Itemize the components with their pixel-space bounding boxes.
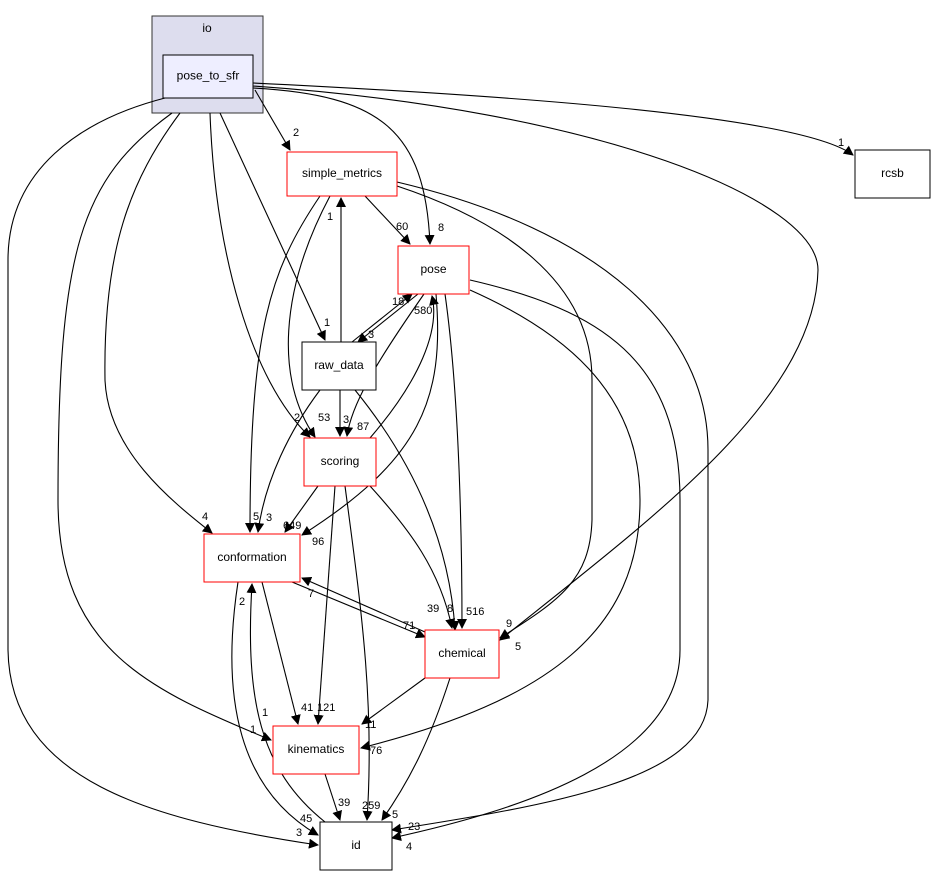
node-chemical[interactable]: chemical [424, 629, 500, 679]
edge-conformation-to-id[interactable] [231, 581, 319, 836]
node-raw-data[interactable]: raw_data [301, 341, 377, 391]
node-label-pose-to-sfr: pose_to_sfr [177, 69, 240, 83]
edge-label-pose_to_sfr-to-kinematics[interactable]: 1 [250, 724, 256, 736]
node-kinematics[interactable]: kinematics [272, 725, 360, 775]
node-pose-to-sfr[interactable]: pose_to_sfr [162, 54, 254, 99]
edge-label-simple_metrics-to-pose[interactable]: 60 [396, 221, 408, 233]
edge-label-pose-to-id[interactable]: 4 [406, 841, 412, 853]
edge-pose-to-conformation[interactable] [301, 293, 439, 536]
edge-kinematics-to-id[interactable] [324, 773, 342, 821]
edge-label-pose_to_sfr-to-raw_data[interactable]: 1 [324, 317, 330, 329]
edge-id-to-conformation[interactable] [246, 583, 326, 823]
edge-pose_to_sfr-to-scoring[interactable] [209, 112, 311, 438]
node-label-simple-metrics: simple_metrics [302, 166, 382, 180]
edge-label-pose_to_sfr-to-rcsb[interactable]: 1 [838, 137, 844, 149]
edge-pose_to_sfr-to-raw_data[interactable] [219, 112, 326, 341]
edge-label-conformation-to-kinematics[interactable]: 41 [301, 702, 313, 714]
edge-label-scoring-to-pose[interactable]: 580 [414, 305, 432, 317]
edge-simple_metrics-to-conformation[interactable] [245, 195, 321, 533]
edge-label-pose-to-conformation[interactable]: 96 [312, 536, 324, 548]
edge-pose_to_sfr-to-rcsb[interactable] [252, 82, 854, 156]
edge-label-conformation-to-chemical[interactable]: 71 [403, 620, 415, 632]
edge-label-id-to-conformation[interactable]: 2 [239, 596, 245, 608]
edge-scoring-to-pose[interactable] [369, 295, 439, 439]
node-label-scoring: scoring [321, 454, 360, 468]
node-label-chemical: chemical [438, 646, 485, 660]
edge-raw_data-to-conformation[interactable] [254, 389, 321, 533]
edge-pose_to_sfr-to-pose[interactable] [252, 87, 435, 245]
edge-simple_metrics-to-chemical[interactable] [396, 185, 593, 639]
node-scoring[interactable]: scoring [303, 437, 377, 487]
edge-label-chemical-to-conformation[interactable]: 7 [308, 588, 314, 600]
node-label-conformation: conformation [217, 550, 286, 564]
node-label-rcsb: rcsb [881, 166, 904, 180]
edge-pose_to_sfr-to-id[interactable] [7, 97, 319, 849]
edge-label-raw_data-to-chemical[interactable]: 39 [427, 603, 439, 615]
edge-label-pose_to_sfr-to-chemical[interactable]: 5 [515, 641, 521, 653]
edge-label-simple_metrics-to-conformation[interactable]: 5 [253, 511, 259, 523]
edge-label-chemical-to-id[interactable]: 5 [392, 809, 398, 821]
edge-label-pose_to_sfr-to-simple_metrics[interactable]: 2 [293, 127, 299, 139]
edge-scoring-to-chemical[interactable] [369, 485, 456, 629]
edge-label-raw_data-to-simple_metrics[interactable]: 1 [327, 211, 333, 223]
edge-label-raw_data-to-conformation[interactable]: 3 [266, 512, 272, 524]
node-label-raw-data: raw_data [314, 358, 364, 372]
edge-label-pose-to-raw_data[interactable]: 3 [368, 329, 374, 341]
edge-chemical-to-kinematics[interactable] [361, 677, 426, 725]
edge-pose_to_sfr-to-simple_metrics[interactable] [254, 89, 291, 151]
edge-label-pose-to-scoring[interactable]: 87 [357, 421, 369, 433]
node-rcsb[interactable]: rcsb [854, 149, 931, 199]
edge-label-pose_to_sfr-to-scoring[interactable]: 2 [294, 412, 300, 424]
edge-pose-to-raw_data[interactable] [357, 293, 419, 343]
edge-label-pose_to_sfr-to-pose[interactable]: 8 [438, 222, 444, 234]
io-cluster-label: io [202, 21, 212, 35]
edge-label-pose_to_sfr-to-conformation[interactable]: 4 [202, 511, 208, 523]
edge-simple_metrics-to-scoring[interactable] [287, 195, 331, 438]
edge-chemical-to-id[interactable] [381, 677, 451, 821]
edge-pose-to-kinematics[interactable] [360, 289, 641, 751]
edge-scoring-to-conformation[interactable] [284, 485, 319, 533]
node-conformation[interactable]: conformation [203, 533, 301, 583]
node-pose[interactable]: pose [397, 245, 470, 295]
node-label-pose: pose [420, 262, 446, 276]
edge-pose_to_sfr-to-chemical[interactable] [252, 85, 819, 641]
edge-scoring-to-id[interactable] [344, 485, 373, 821]
edge-simple_metrics-to-id[interactable] [391, 181, 709, 834]
edge-raw_data-to-chemical[interactable] [354, 389, 460, 631]
edge-scoring-to-kinematics[interactable] [313, 485, 336, 725]
edge-label-raw_data-to-scoring[interactable]: 3 [343, 414, 349, 426]
edge-label-pose-to-kinematics[interactable]: 76 [370, 745, 382, 757]
edge-label-conformation-to-id[interactable]: 45 [300, 813, 312, 825]
edge-simple_metrics-to-pose[interactable] [364, 195, 411, 245]
edge-label-scoring-to-id[interactable]: 259 [362, 800, 380, 812]
edge-label-kinematics-to-id[interactable]: 1 [262, 707, 268, 719]
edge-labels: 1285124136092355311833339875809651676464… [202, 127, 844, 853]
edge-label-pose-to-chemical[interactable]: 516 [466, 606, 484, 618]
edges [7, 82, 854, 849]
edge-label-kinematics-to-id[interactable]: 39 [338, 797, 350, 809]
edge-pose-to-id[interactable] [391, 279, 681, 841]
edge-pose_to_sfr-to-kinematics[interactable] [57, 112, 272, 742]
edge-label-raw_data-to-pose[interactable]: 18 [392, 296, 404, 308]
node-simple-metrics[interactable]: simple_metrics [286, 151, 398, 197]
edge-label-scoring-to-chemical[interactable]: 8 [447, 603, 453, 615]
edge-label-scoring-to-kinematics[interactable]: 121 [317, 702, 335, 714]
edge-pose-to-chemical[interactable] [444, 293, 467, 629]
edge-label-simple_metrics-to-scoring[interactable]: 53 [318, 412, 330, 424]
edge-label-pose_to_sfr-to-id[interactable]: 3 [296, 827, 302, 839]
node-label-kinematics: kinematics [288, 742, 345, 756]
edge-label-simple_metrics-to-chemical[interactable]: 9 [506, 618, 512, 630]
edge-label-scoring-to-conformation[interactable]: 649 [283, 520, 301, 532]
edge-conformation-to-chemical[interactable] [291, 581, 426, 639]
edge-label-simple_metrics-to-id[interactable]: 23 [408, 821, 420, 833]
node-label-id: id [351, 838, 360, 852]
edge-label-chemical-to-kinematics[interactable]: 11 [365, 719, 376, 731]
edge-conformation-to-kinematics[interactable] [261, 581, 301, 725]
edge-chemical-to-conformation[interactable] [301, 577, 426, 633]
node-id[interactable]: id [319, 821, 393, 871]
edge-pose_to_sfr-to-conformation[interactable] [104, 112, 213, 534]
